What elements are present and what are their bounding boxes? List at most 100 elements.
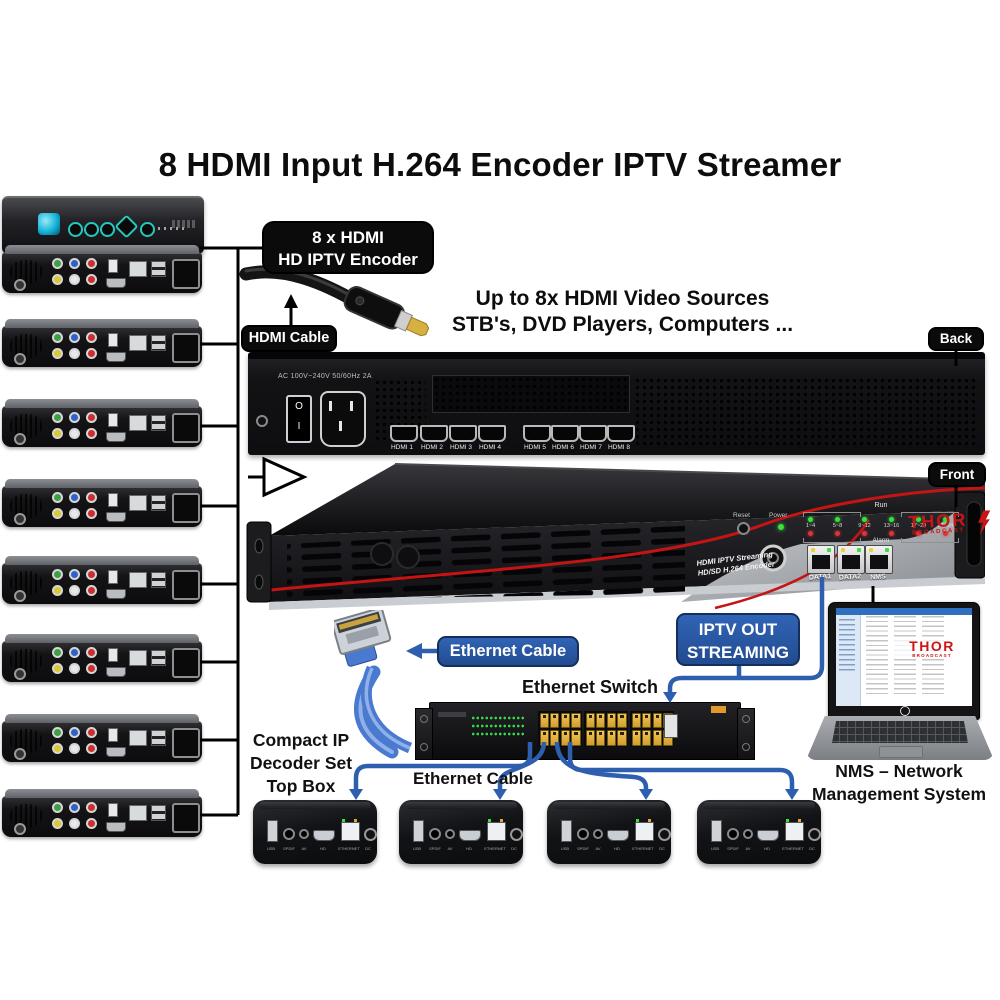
nms-caption: NMS – Network Management System <box>798 760 1000 806</box>
run-bracket <box>803 512 861 517</box>
stb-led-row <box>158 227 186 230</box>
thor-brand-subtext: BROADCAST <box>912 653 952 658</box>
coax-connector <box>14 823 26 835</box>
switch-port-group <box>630 711 674 747</box>
thor-logo: THOR BROADCAST <box>892 509 991 538</box>
av-jack <box>593 829 603 839</box>
ethernet-port <box>635 822 654 841</box>
optical-port <box>108 570 118 584</box>
stb-rear-view <box>2 556 202 604</box>
stb-rear-view <box>2 789 202 837</box>
reset-button <box>737 522 750 535</box>
led-group-label: 13~16 <box>883 523 900 529</box>
encoder-label-badge: 8 x HDMI HD IPTV Encoder <box>262 221 434 274</box>
rca-jack-red <box>86 569 97 580</box>
hdmi-port <box>607 830 629 841</box>
av-jack <box>299 829 309 839</box>
compact-line2: Decoder Set <box>249 753 353 773</box>
hdmi-input-port <box>523 425 551 442</box>
port-label: ETHERNET <box>782 846 804 851</box>
power-inlet <box>172 728 200 758</box>
led-group-label: 1~4 <box>805 523 816 529</box>
rca-jack-red <box>86 258 97 269</box>
encoder-label-line2: HD IPTV Encoder <box>278 250 418 269</box>
encoder-label-line1: 8 x HDMI <box>312 228 384 247</box>
ethernet-port <box>129 415 147 431</box>
rca-jack-green <box>52 802 63 813</box>
laptop-screen-bezel: THOR BROADCAST <box>828 602 980 720</box>
dc-jack <box>808 828 821 841</box>
port-label: DC <box>511 846 517 851</box>
stb-rear-view <box>2 319 202 367</box>
nms-table-column <box>866 616 888 694</box>
laptop-maker-logo <box>900 706 910 716</box>
port-label: SPDIF <box>429 846 441 851</box>
coax-connector <box>14 433 26 445</box>
stb-rear-view <box>2 479 202 527</box>
rca-jack-blue <box>69 727 80 738</box>
rca-jack-yellow <box>52 818 63 829</box>
rca-jack-green <box>52 492 63 503</box>
switch-port-group <box>584 711 628 747</box>
ethernet-port <box>129 805 147 821</box>
decoder-arrow-3 <box>639 789 653 800</box>
alarm-led <box>862 531 867 536</box>
compact-decoder-label: Compact IP Decoder Set Top Box <box>240 729 362 798</box>
rca-jack-white <box>69 348 80 359</box>
nms-caption-line1: NMS – Network <box>835 761 963 781</box>
optical-port <box>108 413 118 427</box>
stb-button-icon <box>140 222 155 237</box>
directv-logo-icon <box>38 213 60 235</box>
port-label: HD <box>320 846 326 851</box>
ac-inlet <box>320 391 366 447</box>
port-label: DC <box>365 846 371 851</box>
spdif-jack <box>429 828 441 840</box>
vent-slot <box>432 375 630 413</box>
compact-line3: Top Box <box>266 776 336 796</box>
switch-sticker <box>711 706 726 713</box>
hdmi-port <box>106 278 126 288</box>
hdmi-port <box>106 667 126 677</box>
run-led <box>916 517 921 522</box>
power-inlet <box>172 803 200 833</box>
run-led <box>808 517 813 522</box>
spdif-jack <box>727 828 739 840</box>
rca-jack-white <box>69 663 80 674</box>
port-label: ETHERNET <box>632 846 654 851</box>
switch-body <box>429 702 741 760</box>
run-label: Run <box>874 502 888 509</box>
hdmi-port <box>313 830 335 841</box>
laptop-screen: THOR BROADCAST <box>836 608 972 706</box>
hdmi-input-port <box>390 425 418 442</box>
hdmi-port-label: HDMI 3 <box>449 444 473 451</box>
ip-decoder-box: USB SPDIF AV HD ETHERNET DC <box>547 800 671 864</box>
ethernet-port <box>129 650 147 666</box>
hdmi-port <box>106 352 126 362</box>
ethernet-port <box>129 335 147 351</box>
usb-port <box>267 820 278 842</box>
iptv-out-line2: STREAMING <box>687 643 789 662</box>
usb-ports <box>151 805 166 821</box>
dc-jack <box>510 828 523 841</box>
usb-port <box>711 820 722 842</box>
alarm-bracket <box>803 538 861 543</box>
switch-port-group <box>538 711 582 747</box>
rca-jack-red <box>86 585 97 596</box>
rca-jack-red <box>86 743 97 754</box>
alarm-led <box>943 531 948 536</box>
power-label: Power <box>769 512 788 519</box>
port-label: AV <box>595 846 601 851</box>
hdmi-port-label: HDMI 8 <box>607 444 631 451</box>
rocker-on-label: I <box>297 421 301 432</box>
decoder-arrow-2 <box>493 789 507 800</box>
rca-jack-green <box>52 647 63 658</box>
stb-button-icon <box>100 222 115 237</box>
run-led <box>835 517 840 522</box>
decoder-arrow-4 <box>785 789 799 800</box>
rca-jack-red <box>86 412 97 423</box>
iptv-out-badge: IPTV OUT STREAMING <box>676 613 800 666</box>
ethernet-port <box>129 730 147 746</box>
alarm-led <box>889 531 894 536</box>
compact-line1: Compact IP <box>252 730 350 750</box>
usb-ports <box>151 495 166 511</box>
